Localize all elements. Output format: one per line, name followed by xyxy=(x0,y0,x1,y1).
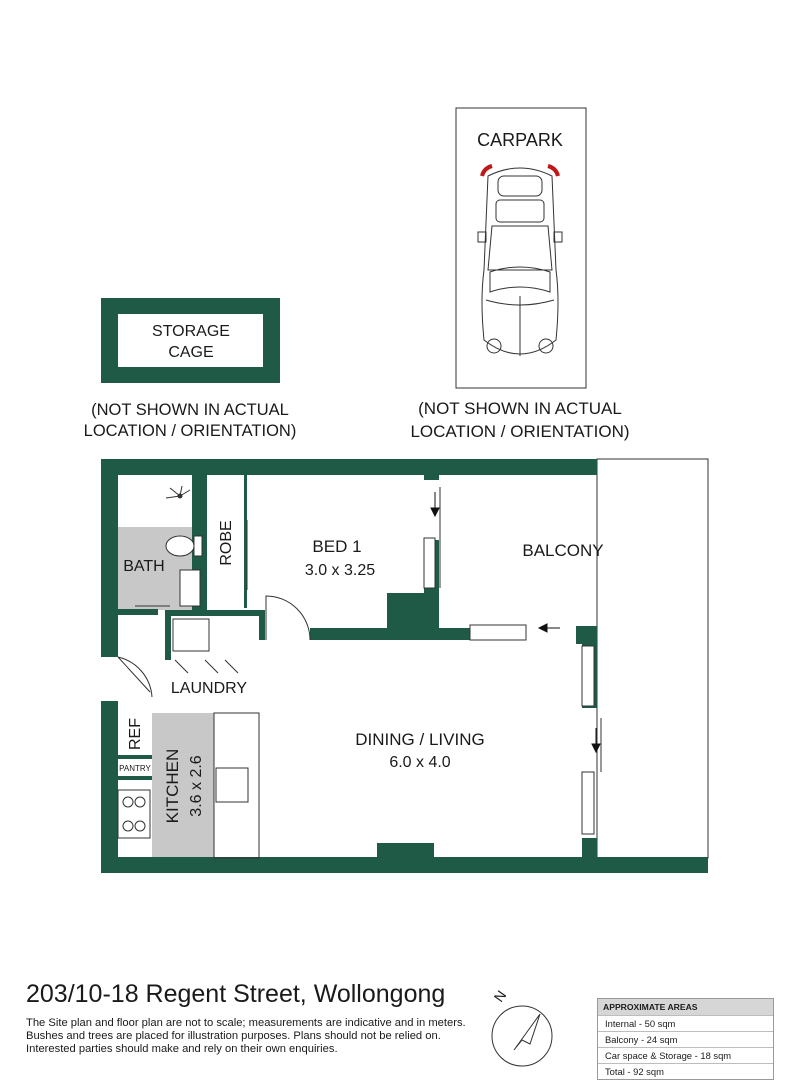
bed-window xyxy=(423,537,436,589)
burner-icon xyxy=(122,820,134,832)
balcony-label: BALCONY xyxy=(522,541,603,560)
areas-row-total: Total - 92 sqm xyxy=(598,1063,773,1079)
kitchen-label: KITCHEN xyxy=(163,749,182,824)
bed1-dims: 3.0 x 3.25 xyxy=(305,562,375,579)
areas-row-internal: Internal - 50 sqm xyxy=(598,1015,773,1031)
disclaimer-line: The Site plan and floor plan are not to … xyxy=(26,1017,466,1029)
toilet-icon xyxy=(165,535,195,557)
doors xyxy=(117,595,311,698)
areas-table: APPROXIMATE AREAS Internal - 50 sqm Balc… xyxy=(597,998,774,1080)
storage-note-line2: LOCATION / ORIENTATION) xyxy=(84,422,297,440)
carpark-note-line1: (NOT SHOWN IN ACTUAL xyxy=(418,399,622,418)
disclaimer-line: Interested parties should make and rely … xyxy=(26,1043,338,1055)
carpark-note-line2: LOCATION / ORIENTATION) xyxy=(410,422,629,441)
windows xyxy=(423,537,595,835)
sliding-door-living-upper xyxy=(581,645,595,707)
storage-cage: STORAGE CAGE xyxy=(101,298,280,383)
shower-icon xyxy=(165,485,191,499)
carpark-label: CARPARK xyxy=(477,130,563,150)
disclaimer-line: Bushes and trees are placed for illustra… xyxy=(26,1030,441,1042)
walls xyxy=(101,459,708,873)
direction-arrows xyxy=(430,492,601,754)
north-arrow-icon xyxy=(513,1013,541,1051)
toilet-cistern xyxy=(193,535,203,557)
storage-cage-inner xyxy=(118,314,263,367)
dining-dims: 6.0 x 4.0 xyxy=(389,754,450,771)
areas-heading: APPROXIMATE AREAS xyxy=(598,999,773,1015)
property-address: 203/10-18 Regent Street, Wollongong xyxy=(26,980,446,1008)
storage-note-line1: (NOT SHOWN IN ACTUAL xyxy=(91,401,289,419)
storage-label-line2: CAGE xyxy=(168,344,213,361)
cooktop-icon xyxy=(117,789,151,839)
fixtures xyxy=(117,535,260,859)
kitchen-dims: 3.6 x 2.6 xyxy=(188,755,205,816)
burner-icon xyxy=(134,796,146,808)
burner-icon xyxy=(122,796,134,808)
bath-vanity xyxy=(179,569,201,607)
bed1-label: BED 1 xyxy=(312,537,361,556)
storage-label-line1: STORAGE xyxy=(152,323,230,340)
burner-icon xyxy=(134,820,146,832)
sliding-door-living-lower xyxy=(581,771,595,835)
dining-label: DINING / LIVING xyxy=(355,730,484,749)
tail-light-left xyxy=(480,164,493,177)
sliding-door-bed xyxy=(469,624,527,641)
disclaimer: The Site plan and floor plan are not to … xyxy=(26,1017,486,1056)
car-icon xyxy=(477,167,563,356)
kitchen-counter xyxy=(213,712,260,859)
carpark-bay xyxy=(455,107,587,389)
compass-circle xyxy=(491,1005,553,1067)
areas-row-balcony: Balcony - 24 sqm xyxy=(598,1031,773,1047)
robe-label: ROBE xyxy=(218,520,235,565)
balcony-outline xyxy=(596,458,709,859)
carpark-area: CARPARK xyxy=(455,107,587,389)
areas-row-car-storage: Car space & Storage - 18 sqm xyxy=(598,1047,773,1063)
laundry-tub xyxy=(172,618,210,652)
bath-label: BATH xyxy=(123,558,164,575)
pantry-label: PANTRY xyxy=(119,764,151,773)
ref-label: REF xyxy=(127,718,144,750)
north-label: N xyxy=(490,987,509,1004)
north-compass: N xyxy=(490,987,553,1067)
kitchen-bench xyxy=(152,713,214,858)
tail-light-right xyxy=(547,164,560,177)
kitchen-sink-icon xyxy=(215,767,249,803)
laundry-label: LAUNDRY xyxy=(171,680,248,697)
